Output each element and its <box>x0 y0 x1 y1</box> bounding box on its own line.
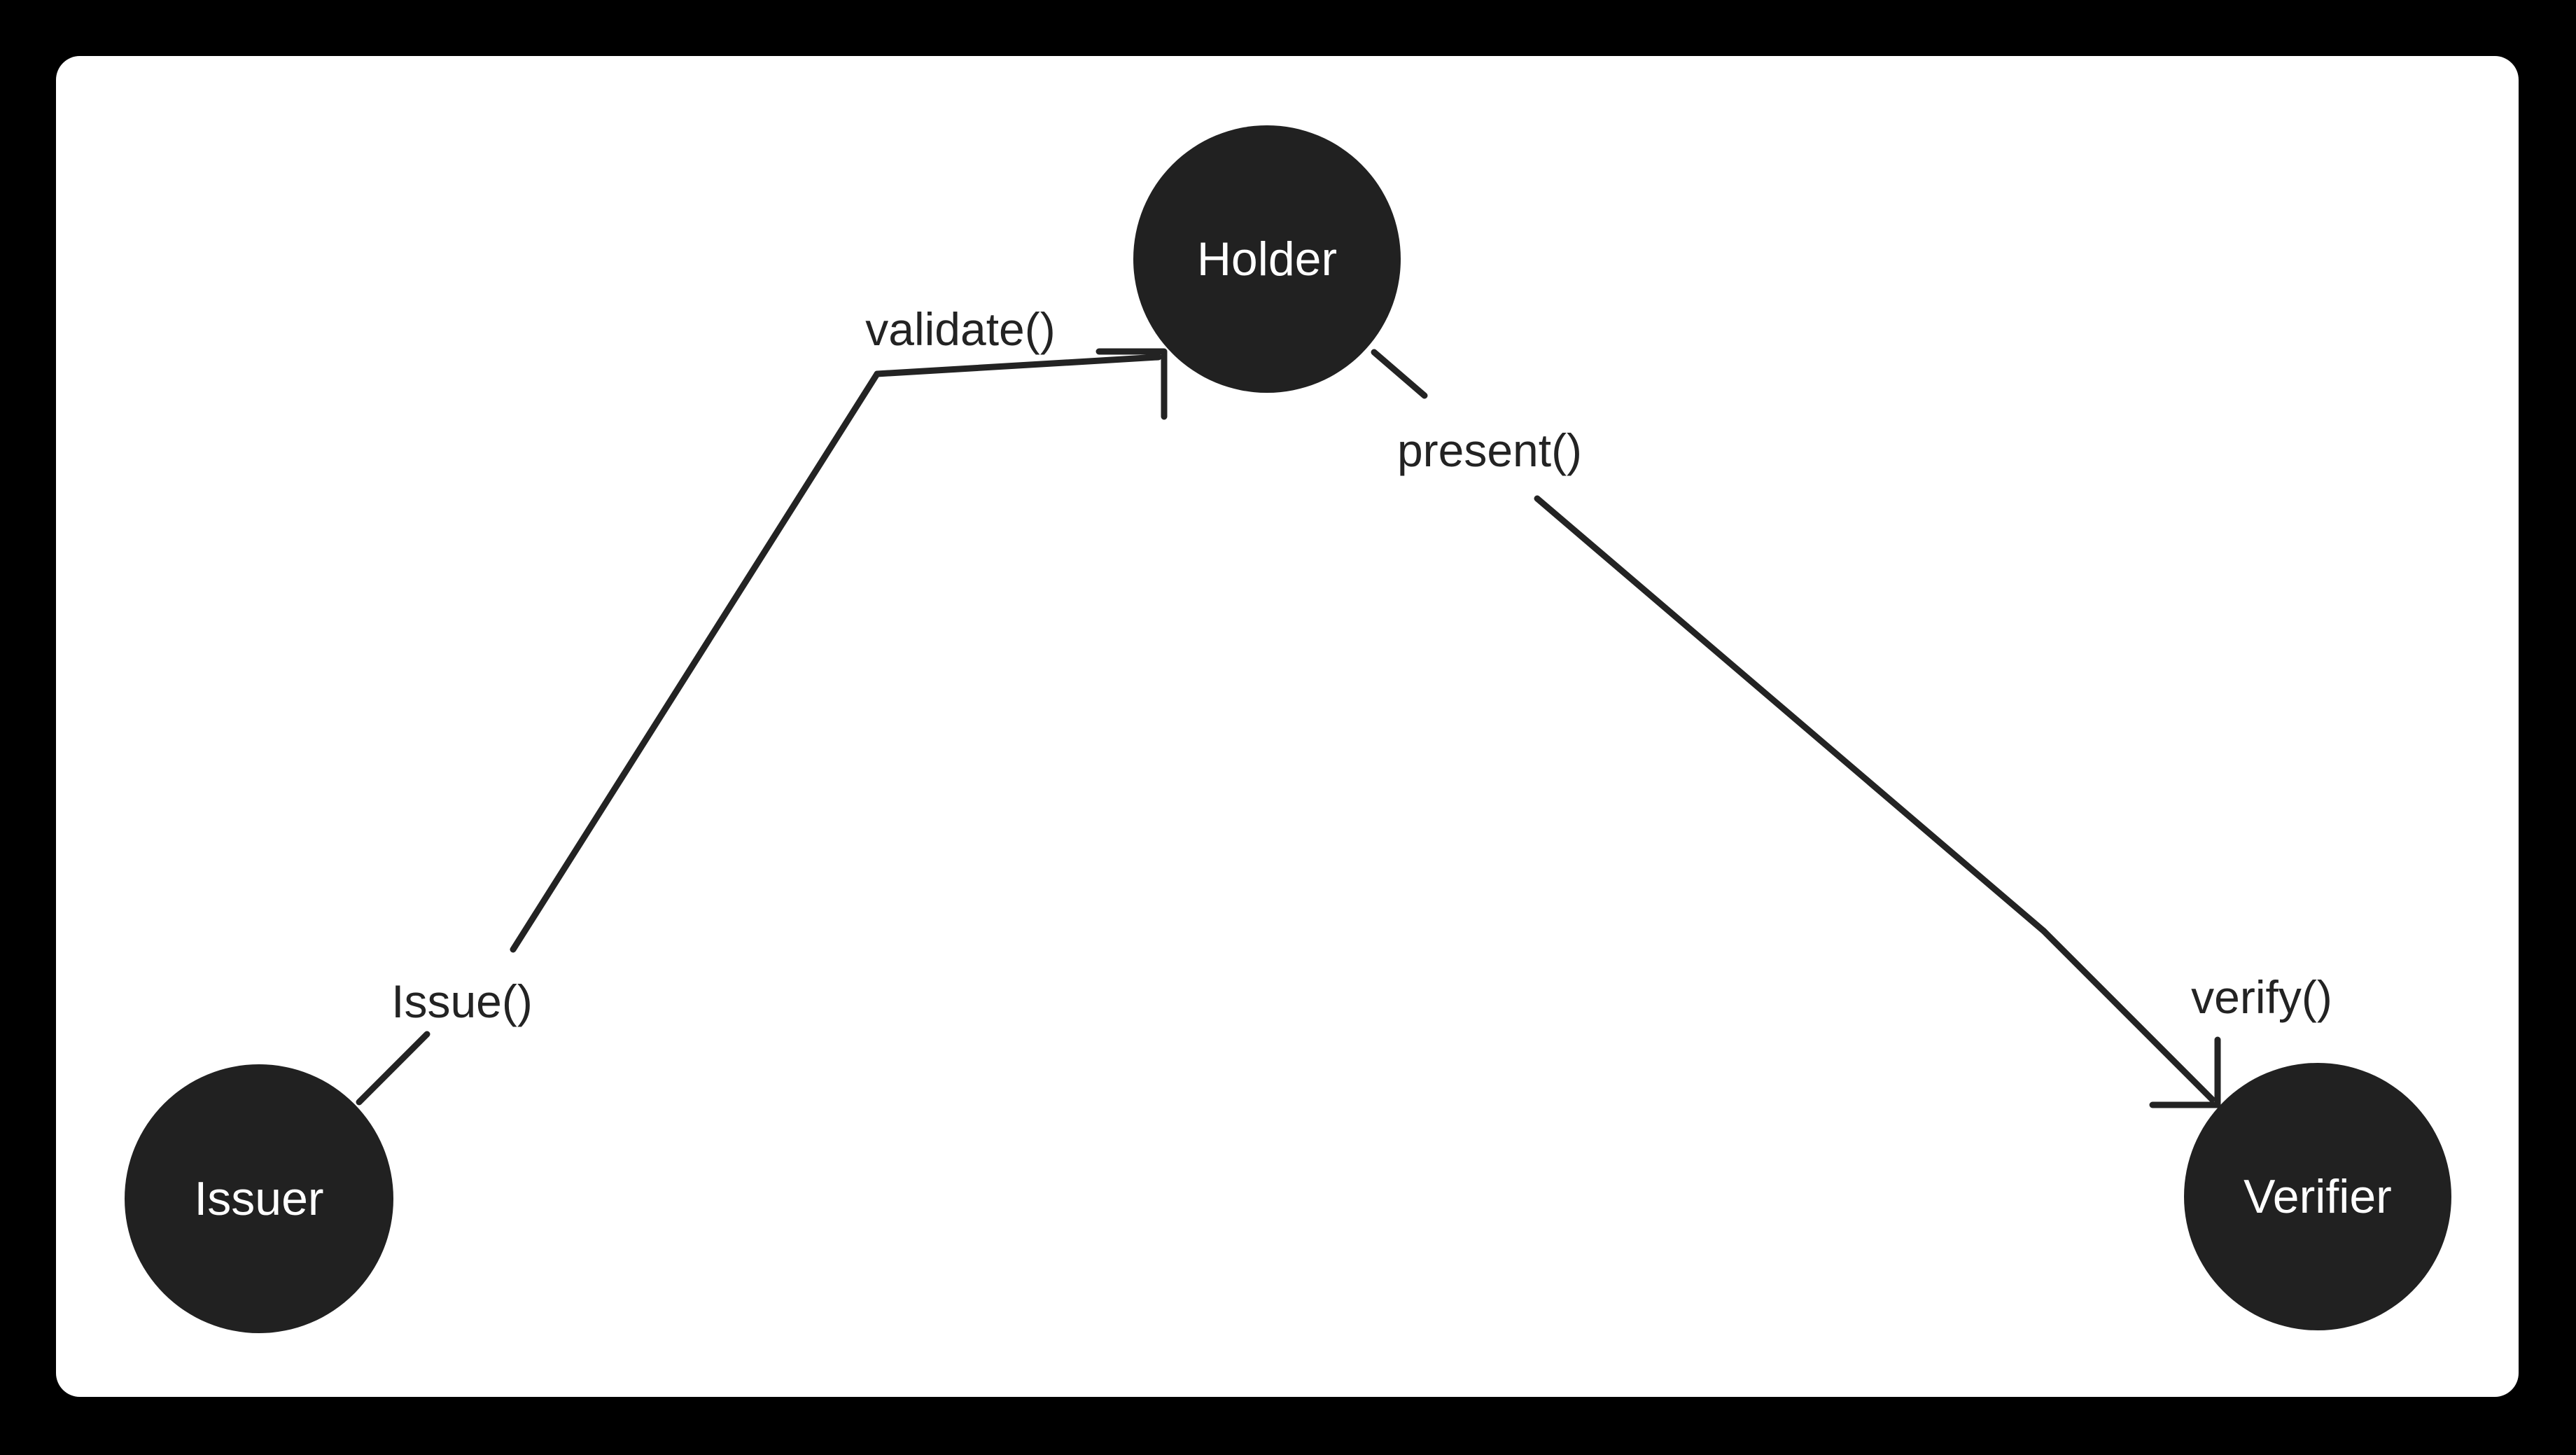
edge-segment-issue-lower <box>356 1031 430 1106</box>
arrowhead-into-holder <box>1096 348 1168 420</box>
arrowhead-into-verifier <box>2149 1036 2221 1108</box>
edge-segment-present-lower <box>1534 495 2047 935</box>
node-verifier[interactable]: Verifier <box>2184 1063 2451 1330</box>
node-holder-label: Holder <box>1197 232 1337 286</box>
node-issuer-label: Issuer <box>194 1172 323 1225</box>
node-holder[interactable]: Holder <box>1133 125 1401 393</box>
edge-segment-issue-upper <box>510 370 881 953</box>
edge-issuer-to-holder[interactable] <box>356 348 1168 1106</box>
edge-segment-present-upper <box>1371 349 1428 399</box>
edge-holder-to-verifier[interactable] <box>1371 349 2221 1108</box>
node-holder-circle <box>1133 125 1401 393</box>
node-verifier-label: Verifier <box>2244 1170 2392 1223</box>
edge-label-present: present() <box>1397 424 1582 476</box>
node-issuer[interactable]: Issuer <box>125 1064 393 1333</box>
edge-label-verify: verify() <box>2191 971 2332 1023</box>
node-issuer-circle <box>125 1064 393 1333</box>
node-verifier-circle <box>2184 1063 2451 1330</box>
edge-segment-verify <box>2040 928 2216 1103</box>
edge-label-validate: validate() <box>865 303 1055 355</box>
edge-segment-validate <box>874 354 1162 377</box>
edge-label-issue: Issue() <box>391 975 533 1027</box>
